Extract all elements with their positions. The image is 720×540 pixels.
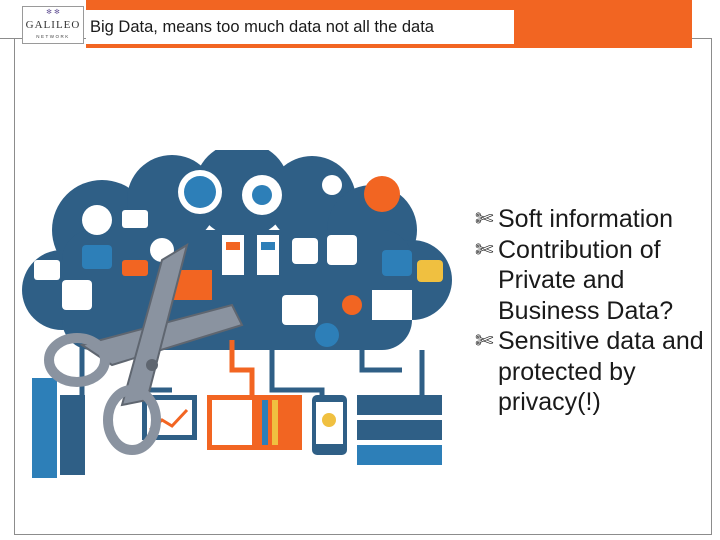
bullet-list: ✄ Soft information ✄ Contribution of Pri… xyxy=(475,204,715,418)
cart-icon xyxy=(207,395,302,450)
bullet-item: ✄ Soft information xyxy=(475,204,715,235)
scissors-icon: ✄ xyxy=(475,206,494,231)
phone-icon xyxy=(312,395,347,455)
server-icon xyxy=(32,378,85,478)
bullet-text: Contribution of Private and Business Dat… xyxy=(498,235,674,325)
scissors-icon xyxy=(44,242,244,455)
big-data-illustration xyxy=(22,150,452,478)
scissors-icon: ✄ xyxy=(475,236,494,262)
logo-star-icon: ✻ ✻ xyxy=(46,9,60,16)
logo-subtitle: NETWORK xyxy=(36,34,70,39)
bullet-item: ✄ Contribution of Private and Business D… xyxy=(475,235,715,327)
frame-edge xyxy=(0,38,14,39)
logo: ✻ ✻ GALILEO NETWORK xyxy=(22,6,84,44)
server-rack-icon xyxy=(357,395,442,465)
slide-title: Big Data, means too much data not all th… xyxy=(90,18,434,36)
bullet-text: Soft information xyxy=(498,205,674,233)
logo-name: GALILEO xyxy=(25,19,81,31)
scissors-icon: ✄ xyxy=(475,328,494,353)
bullet-item: ✄ Sensitive data and protected by privac… xyxy=(475,326,715,418)
cloud-inner-icons xyxy=(34,170,443,347)
title-box xyxy=(86,10,514,44)
bullet-text: Sensitive data and protected by privacy(… xyxy=(498,327,704,416)
